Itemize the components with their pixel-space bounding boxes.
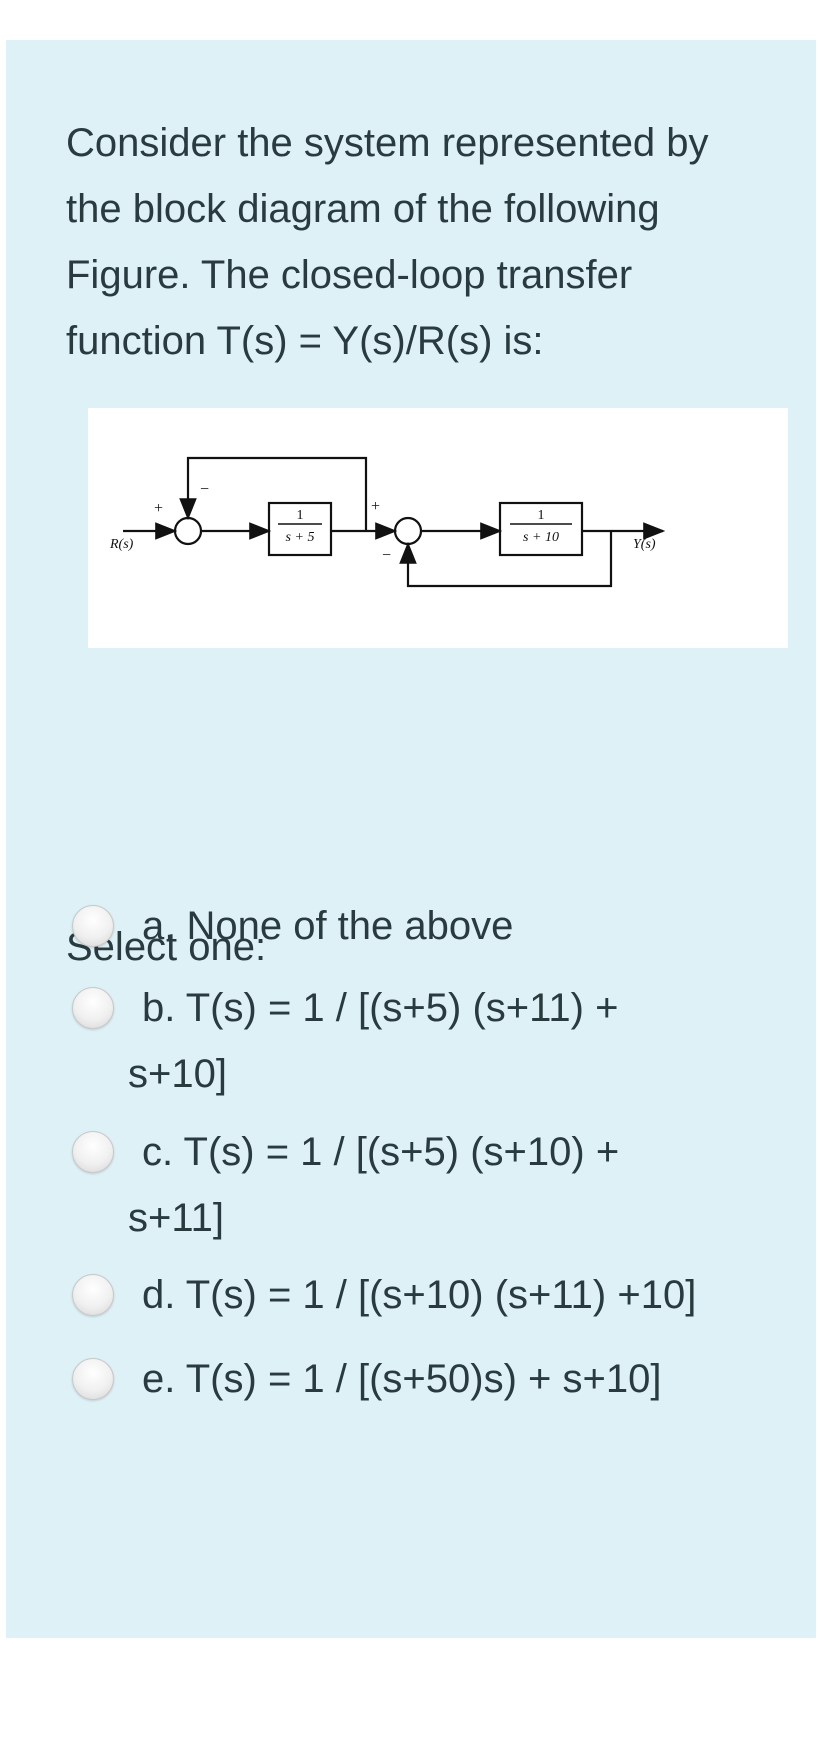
block2-numerator: 1	[538, 508, 545, 523]
question-line: Figure. The closed-loop transfer	[66, 253, 633, 297]
option-b-text[interactable]: b. T(s) = 1 / [(s+5) (s+11) +	[142, 986, 619, 1030]
output-label: Y(s)	[633, 537, 656, 552]
option-b-radio[interactable]	[72, 987, 114, 1029]
block2-denominator: s + 10	[523, 530, 559, 545]
question-text: Consider the system represented by the b…	[66, 110, 786, 374]
question-card: Consider the system represented by the b…	[6, 40, 816, 1638]
inner-feedback-path	[399, 531, 613, 588]
sum2-minus-sign: −	[382, 547, 391, 564]
sum1-minus-sign: −	[200, 481, 209, 498]
option-d-text[interactable]: d. T(s) = 1 / [(s+10) (s+11) +10]	[142, 1273, 697, 1317]
block-diagram: R(s) Y(s) 1 s + 5 1 s + 10 + − + −	[109, 456, 666, 588]
question-line: the block diagram of the following	[66, 187, 660, 231]
option-e-radio[interactable]	[72, 1358, 114, 1400]
outer-feedback-path	[179, 456, 368, 531]
input-label: R(s)	[109, 537, 134, 552]
block-diagram-figure: R(s) Y(s) 1 s + 5 1 s + 10 + − + −	[88, 408, 788, 648]
transfer-block-1	[267, 501, 333, 557]
sum2-plus-sign: +	[371, 498, 380, 515]
option-b-text-wrap[interactable]: s+10]	[128, 1052, 227, 1096]
option-a-text[interactable]: a. None of the above	[142, 904, 514, 948]
question-line: Consider the system represented by	[66, 121, 709, 165]
option-c-radio[interactable]	[72, 1131, 114, 1173]
block1-numerator: 1	[297, 508, 304, 523]
summing-junction-2	[393, 516, 423, 546]
option-c-text[interactable]: c. T(s) = 1 / [(s+5) (s+10) +	[142, 1130, 620, 1174]
question-line: function T(s) = Y(s)/R(s) is:	[66, 319, 544, 363]
transfer-block-2	[498, 501, 584, 557]
sum1-plus-sign: +	[154, 500, 163, 517]
option-d-radio[interactable]	[72, 1274, 114, 1316]
block1-denominator: s + 5	[286, 530, 315, 545]
option-c-text-wrap[interactable]: s+11]	[128, 1196, 224, 1240]
option-e-text[interactable]: e. T(s) = 1 / [(s+50)s) + s+10]	[142, 1357, 662, 1401]
summing-junction-1	[173, 516, 203, 546]
option-a-radio[interactable]	[72, 905, 114, 947]
